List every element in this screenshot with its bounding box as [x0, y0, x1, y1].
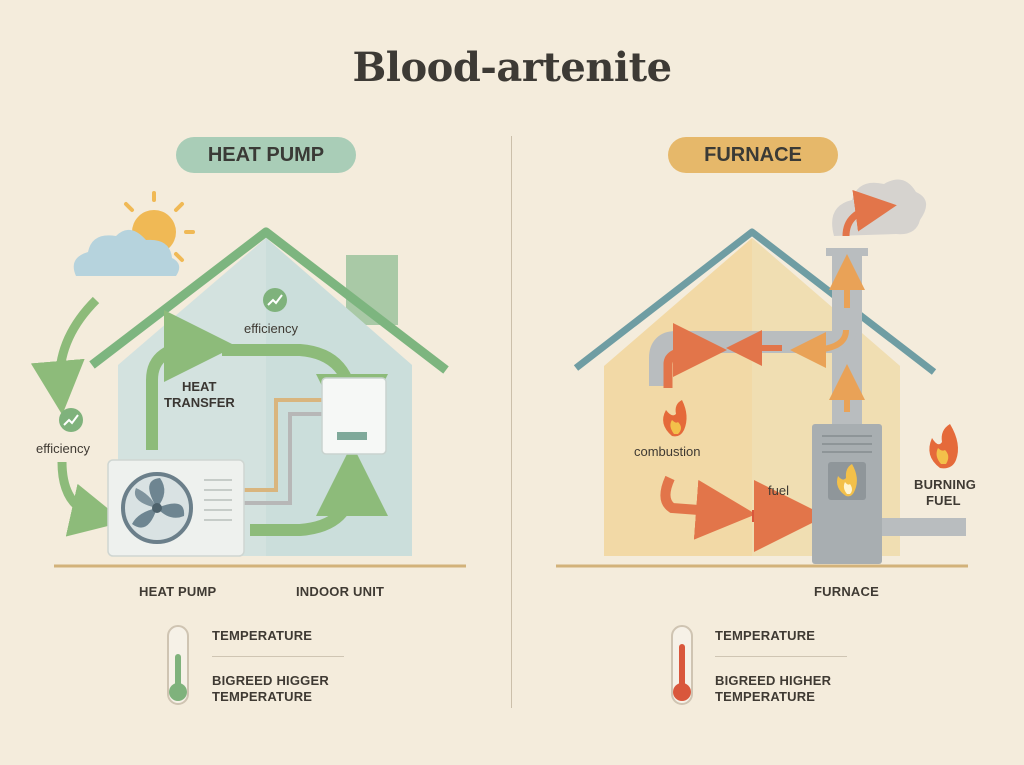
- hp-legend-line2: TEMPERATURE: [212, 689, 313, 704]
- fu-temperature-label: TEMPERATURE: [715, 628, 816, 643]
- combustion-label: combustion: [634, 444, 701, 459]
- flame-icon: [663, 400, 687, 437]
- exhaust-arrow: [842, 189, 897, 237]
- hp-legend-line1: BIGREED HIGGER: [212, 673, 329, 688]
- hp-legend-separator: [212, 656, 344, 657]
- refrigerant-pipe-warm: [244, 398, 322, 492]
- efficiency-chart-icon: [59, 408, 83, 432]
- house-roof: [573, 228, 937, 375]
- burning-fuel-label-line2: FUEL: [926, 493, 961, 508]
- furnace-unit: [812, 424, 966, 564]
- house-roof: [89, 227, 449, 374]
- center-divider: [511, 136, 512, 708]
- efficiency-label-side: efficiency: [36, 441, 90, 456]
- efficiency-label-top: efficiency: [244, 321, 298, 336]
- cloud-icon: [73, 229, 180, 276]
- fan-icon: [121, 472, 193, 544]
- efficiency-loop-arrow-bottom: [57, 461, 125, 537]
- furnace-pill: FURNACE: [668, 137, 838, 173]
- indoor-unit: [321, 377, 387, 455]
- outdoor-heat-pump-unit: [107, 459, 245, 557]
- hp-temperature-label: TEMPERATURE: [212, 628, 313, 643]
- duct-arrow-turn: [663, 323, 727, 388]
- heat-transfer-arrow-up: [146, 310, 236, 450]
- efficiency-loop-arrow-top: [30, 296, 100, 415]
- thermometer-icon: [671, 625, 693, 705]
- indoor-unit-label: INDOOR UNIT: [296, 584, 385, 599]
- burning-fuel-label-line1: BURNING: [914, 477, 977, 492]
- efficiency-chart-icon: [263, 288, 287, 312]
- heat-transfer-label-line2: TRANSFER: [164, 395, 235, 410]
- heat-transfer-label-line1: HEAT: [182, 379, 217, 394]
- heat-pump-pill: HEAT PUMP: [176, 137, 356, 173]
- flue-cap: [826, 248, 868, 256]
- combustion-arrow: [660, 475, 756, 540]
- flame-icon: [837, 464, 857, 497]
- duct-arrow-corner: [790, 329, 849, 368]
- page-title: Blood-artenite: [352, 44, 672, 91]
- heat-pump-unit-label: HEAT PUMP: [139, 584, 217, 599]
- fu-legend-separator: [715, 656, 847, 657]
- refrigerant-pipe-cool: [244, 412, 322, 505]
- fuel-label: fuel: [768, 483, 789, 498]
- fu-legend-line1: BIGREED HIGHER: [715, 673, 832, 688]
- return-arrow: [250, 444, 388, 536]
- furnace-unit-label: FURNACE: [814, 584, 879, 599]
- fu-legend-line2: TEMPERATURE: [715, 689, 816, 704]
- flame-icon: [929, 424, 958, 469]
- thermometer-icon: [167, 625, 189, 705]
